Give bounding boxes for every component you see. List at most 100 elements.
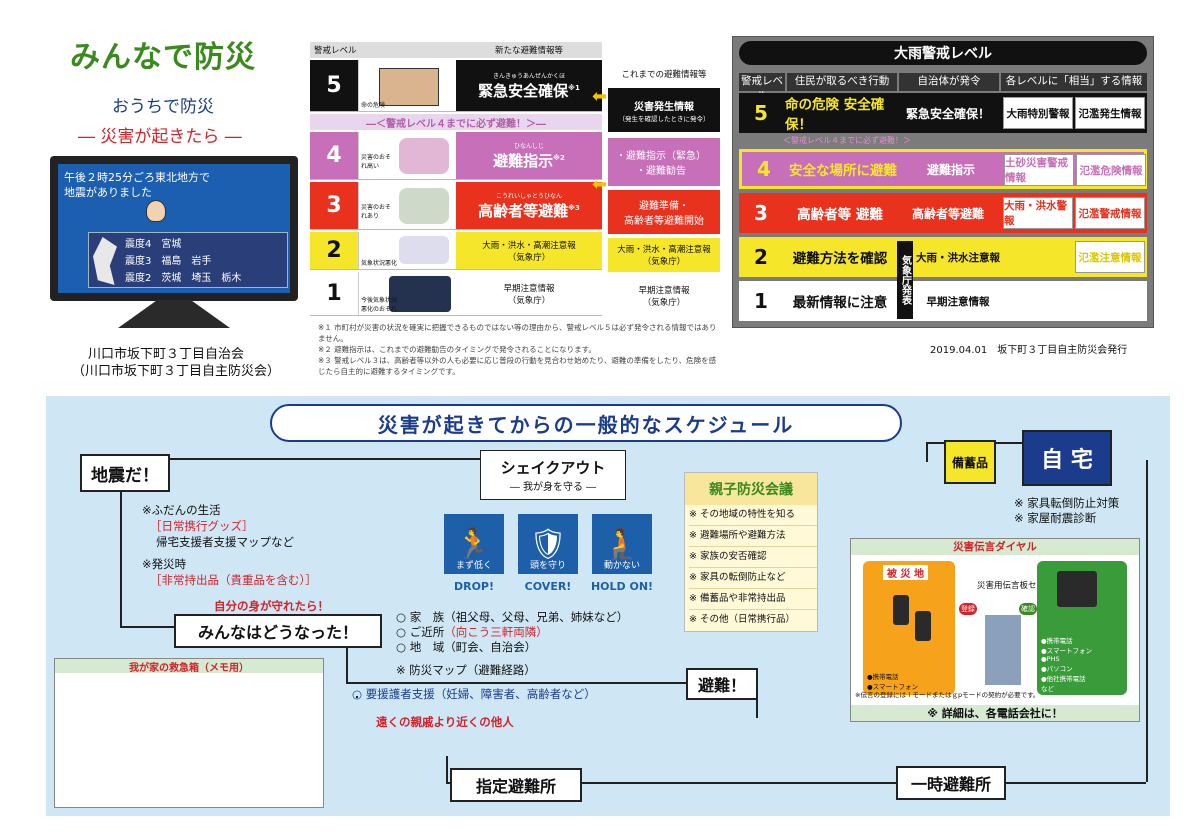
level-number: 2 xyxy=(326,238,342,263)
level-number: 1 xyxy=(326,281,342,306)
level-number: 5 xyxy=(310,60,358,111)
rain-info: 大雨・洪水警報 xyxy=(1003,197,1073,229)
tv-stand xyxy=(118,300,230,328)
arrow-icon: ⬅ xyxy=(592,174,608,195)
confirm-label: 確認 xyxy=(1019,603,1037,615)
old-info-2: 大雨・洪水・高潮注意報 （気象庁） xyxy=(608,238,720,272)
disaster-area: 被 災 地 ●携帯電話 ●スマートフォン xyxy=(863,561,955,695)
quake-box: 地震だ！ xyxy=(80,454,170,492)
phone-icon xyxy=(893,595,909,625)
rain-action: 最新情報に注意 xyxy=(792,295,888,311)
rain-col-header: 住民が取るべき行動 xyxy=(787,73,897,91)
tv-row: 震度4 宮城 xyxy=(125,239,182,250)
old-info-5: 災害発生情報 （発生を確認したときに発令） xyxy=(608,88,720,132)
register-label: 登録 xyxy=(959,603,977,615)
check-neighbor-note: （向こう三軒両隣） xyxy=(444,625,548,639)
illustration: 気象状況悪化 xyxy=(358,232,456,269)
rain-row-3: 3 高齢者等 避難 高齢者等避難 大雨・洪水警報 氾濫警戒情報 xyxy=(739,193,1147,233)
tv-illustration: 午後２時25分ごろ東北地方で 地震がありました 震度4 宮城 震度3 福島 岩手… xyxy=(50,156,298,301)
rain-row-5: 5 命の危険 安全確保！ 緊急安全確保！ 大雨特別警報 氾濫発生情報 xyxy=(739,93,1147,133)
daily-item2: 帰宅支援者支援マップなど xyxy=(156,535,294,549)
footnote: ※１ 市町村が災害の状況を確実に把握できるものではない等の理由から、警戒レベル５… xyxy=(318,323,717,343)
area-label: 被 災 地 xyxy=(883,565,928,580)
subtitle: おうちで防災 xyxy=(112,97,214,117)
rain-row-4: 4 安全な場所に避難 避難指示 土砂災害警戒情報 氾濫危険情報 xyxy=(739,149,1147,189)
safe-message: 自分の身が守れたら！ xyxy=(214,599,329,613)
evacuate-box: 避難！ xyxy=(686,668,758,700)
level-label: 避難指示 xyxy=(493,151,554,170)
building-icon xyxy=(985,615,1021,685)
old-info-3: 避難準備・ 高齢者等避難開始 xyxy=(608,190,720,234)
rain-level: 4 xyxy=(757,157,771,181)
footnote: ※３ 警戒レベル３は、高齢者等以外の人も必要に応じ普段の行動を見合わせ始めたり、… xyxy=(318,356,717,376)
rain-level: 5 xyxy=(754,101,768,125)
old-info-4: ・避難指示（緊急） ・避難勧告 xyxy=(608,138,720,186)
level-label: 緊急安全確保 xyxy=(478,81,569,100)
icon-caption: まず低く xyxy=(455,561,492,571)
rain-level: 1 xyxy=(754,289,768,313)
rain-info: 氾濫注意情報 xyxy=(1075,241,1145,273)
footnote: ※２ 避難指示は、これまでの避難勧告のタイミングで発令されることになります。 xyxy=(318,345,596,354)
check-family: ○ 家 族（祖父母、父母、兄弟、姉妹など） xyxy=(396,610,629,624)
rain-level: 3 xyxy=(754,201,768,225)
meeting-item: ※ その他（日常携行品） xyxy=(689,614,795,625)
level-row-3: 3 災害のおそれあり こうれいしゃとうひなん 高齢者等避難※3 xyxy=(310,182,602,230)
left-list: ●携帯電話 ●スマートフォン xyxy=(867,673,918,691)
rain-city: 大雨・洪水注意報 xyxy=(916,251,1000,264)
footnotes: ※１ 市町村が災害の状況を確実に把握できるものではない等の理由から、警戒レベル５… xyxy=(318,322,718,377)
schedule-title: 災害が起きてからの一般的なスケジュール xyxy=(270,404,902,442)
daily-section: ※ふだんの生活 ［日常携行グッズ］ 帰宅支援者支援マップなど ※発災時 ［非常持… xyxy=(142,502,317,588)
illustration: 災害のおそれ高い xyxy=(358,132,456,179)
meeting-item: ※ 備蓄品や非常持出品 xyxy=(689,589,817,610)
rain-info: 氾濫警戒情報 xyxy=(1075,197,1145,229)
disaster-item: ［非常持出品（貴重品を含む）］ xyxy=(150,573,317,587)
disaster-head: ※発災時 xyxy=(142,557,187,571)
meeting-item: ※ その地域の特性を知る xyxy=(689,505,817,526)
announcer-icon xyxy=(146,200,166,222)
rain-level: 2 xyxy=(754,245,768,269)
evacuation-level-table: 警戒レベル 新たな避難情報等 これまでの避難情報等 5 命の危険 きんきゅうあん… xyxy=(310,42,720,317)
tv-row: 震度2 茨城 埼玉 栃木 xyxy=(125,273,242,284)
level-number: 4 xyxy=(326,143,342,168)
col-header-level: 警戒レベル xyxy=(314,46,357,56)
illustration: 災害のおそれあり xyxy=(358,182,456,229)
dial-title: 災害伝言ダイヤル xyxy=(851,539,1139,555)
level-label: 大雨・洪水・高潮注意報 （気象庁） xyxy=(482,240,576,263)
rain-row-2: 2 避難方法を確認 大雨・洪水注意報 氾濫注意情報 xyxy=(739,237,1147,277)
rain-city: 緊急安全確保！ xyxy=(905,106,990,121)
support-note: ○ 要援護者支援（妊婦、障害者、高齢者など） xyxy=(352,687,596,701)
home-note: ※ 家具転倒防止対策 xyxy=(1014,496,1120,510)
rain-col-header: 各レベルに「相当」する情報 xyxy=(1001,73,1147,91)
illustration: 今後気象状況悪化のおそれ xyxy=(358,272,456,315)
icon-caption: 頭を守り xyxy=(529,561,566,571)
rain-col-header: 警戒レベル xyxy=(739,73,785,102)
ruby: きんきゅうあんぜんかくほ xyxy=(492,72,565,80)
dial-footer: ※ 詳細は、各電話会社に！ xyxy=(851,705,1139,721)
publish-date: 2019.04.01 坂下町３丁目自主防災会発行 xyxy=(930,345,1128,356)
rain-banner: ＜警戒レベル４までに必ず避難！＞ xyxy=(783,136,911,145)
arrow-icon: ⬅ xyxy=(592,86,608,107)
level-row-1: 1 今後気象状況悪化のおそれ 早期注意情報 （気象庁） xyxy=(310,272,602,316)
hold-on-icon: 🧎 xyxy=(592,514,652,574)
shakeout-sub: ― 我が身を守る ― xyxy=(509,482,597,493)
org-name: 川口市坂下町３丁目自治会 xyxy=(88,347,245,362)
quake-map-panel: 震度4 宮城 震度3 福島 岩手 震度2 茨城 埼玉 栃木 xyxy=(88,232,288,288)
right-list: ●携帯電話 ●スマートフォン ●PHS ●パソコン ●他社携帯電話 など xyxy=(1041,637,1092,693)
message-dial-box: 災害伝言ダイヤル 被 災 地 ●携帯電話 ●スマートフォン 災害用伝言板センター… xyxy=(850,538,1140,722)
shakeout-title: シェイクアウト xyxy=(500,459,606,477)
warning-banner: ―＜警戒レベル４までに必ず避難！＞― xyxy=(310,114,602,130)
family-meeting-box: 親子防災会議 ※ その地域の特性を知る ※ 避難場所や避難方法 ※ 家族の安否確… xyxy=(684,472,818,632)
rain-city: 高齢者等避難 xyxy=(911,206,984,221)
temp-shelter-box: 一時避難所 xyxy=(896,766,1006,800)
tv-row: 震度3 福島 岩手 xyxy=(125,256,212,267)
rain-city: 避難指示 xyxy=(926,162,975,177)
drop-label: DROP! xyxy=(453,580,495,593)
rain-info: 氾濫危険情報 xyxy=(1076,154,1146,186)
rain-info: 大雨特別警報 xyxy=(1003,97,1073,129)
level-label: 早期注意情報 （気象庁） xyxy=(503,283,555,306)
rain-action: 命の危険 安全確保！ xyxy=(785,97,885,133)
rain-action: 避難方法を確認 xyxy=(792,251,888,267)
rain-city: 早期注意情報 xyxy=(926,295,990,308)
level-label: 高齢者等避難 xyxy=(478,201,569,220)
home-note: ※ 家屋耐震診断 xyxy=(1014,511,1097,525)
